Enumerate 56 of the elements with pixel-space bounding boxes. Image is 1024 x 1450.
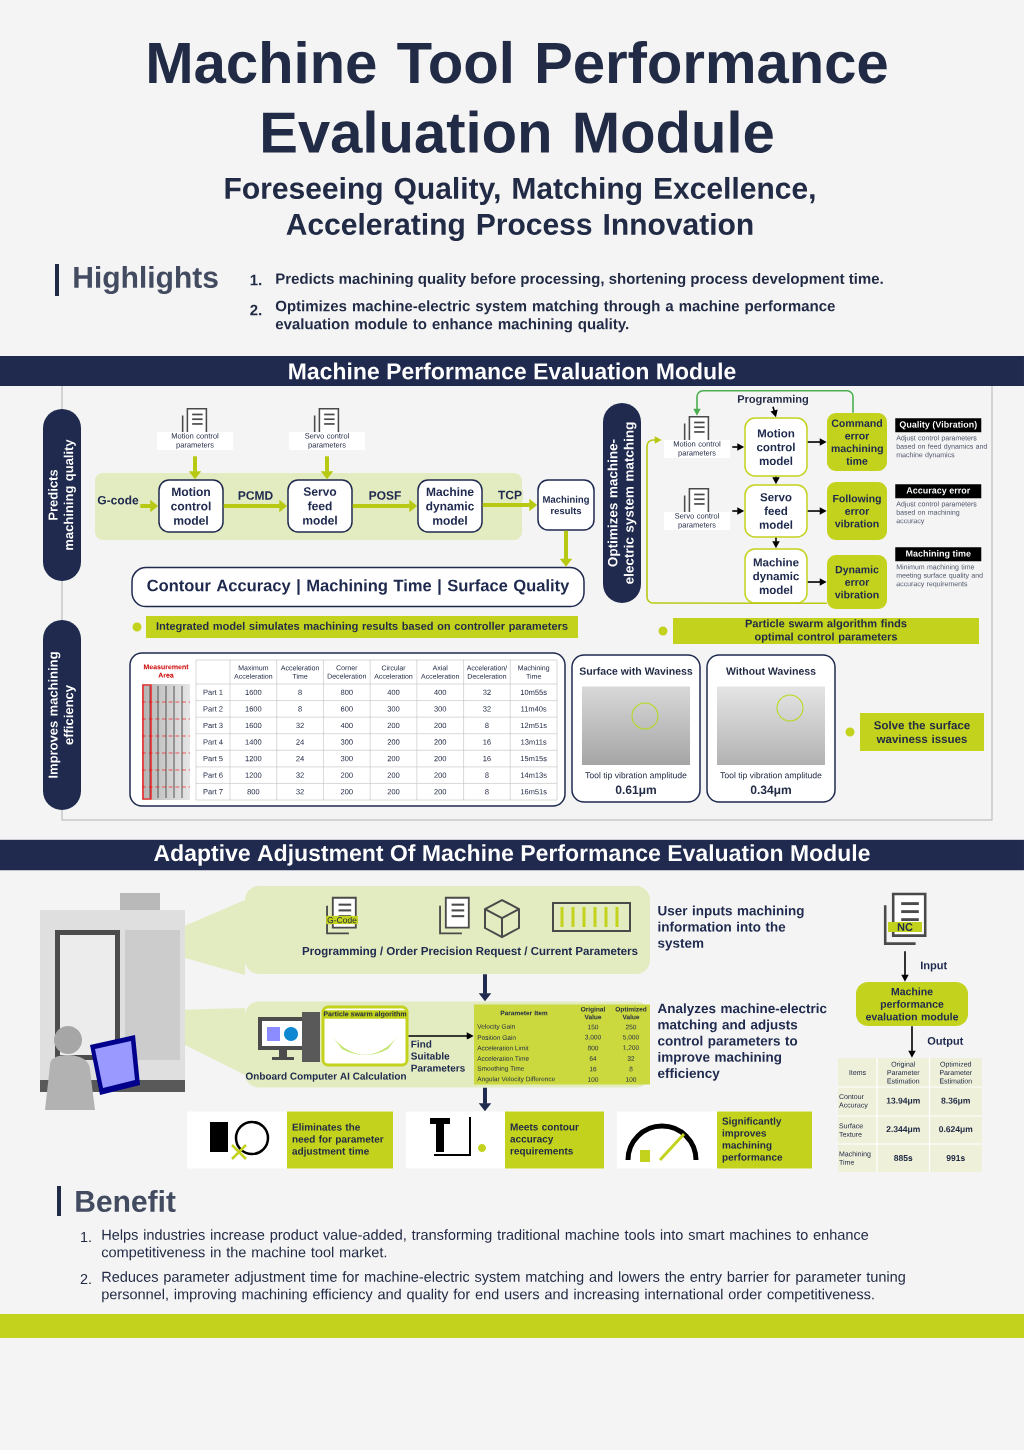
arrow xyxy=(646,436,828,605)
description-text: Analyzes machine-electric matching and adjusts control parameters to improve machining efficiency xyxy=(657,1003,827,1081)
description-text: User inputs machining information into the system xyxy=(658,905,804,951)
node-label: G-Code xyxy=(327,916,357,924)
benefit-text: Reduces parameter adjustment time for machine-electric system matching and lowers the entry barrier for parameter tuning personnel, improving machining efficiency and quality for end users and increasing international order competitiveness. xyxy=(102,1271,905,1303)
edge-label: POSF xyxy=(367,490,403,501)
benefit-card: Significantly improves machining performance xyxy=(617,1111,812,1169)
process-box: Servo feed model xyxy=(287,479,353,533)
list-number: 2. xyxy=(80,1273,91,1285)
highlight-text: Predicts machining quality before processing, shortening process development time. xyxy=(276,273,883,288)
edge-label: Input xyxy=(921,961,947,972)
edge-label: Output xyxy=(927,1037,964,1047)
result-box: Machining results xyxy=(537,479,595,531)
highlight-bar: Solve the surface waviness issues xyxy=(860,713,984,751)
process-box: Machine dynamic model xyxy=(417,479,483,533)
section-bar: Adaptive Adjustment Of Machine Performance Evaluation Module xyxy=(0,839,1024,871)
benefit-card: Meets contour accuracy requirements xyxy=(406,1111,604,1169)
benefit-text: Helps industries increase product value-added, transforming traditional machine tools into smart machines to enhance competitiveness in the machine tool market. xyxy=(101,1229,869,1261)
result-box: Command error machining time xyxy=(827,413,887,471)
table-cell: 885s xyxy=(894,1155,913,1161)
process-box: Servo feed model xyxy=(744,484,808,538)
node-label: Onboard Computer AI Calculation xyxy=(245,1072,406,1082)
section-bar: Machine Performance Evaluation Module xyxy=(0,356,1024,386)
process-box: Machine dynamic model xyxy=(744,548,808,604)
subtitle: Foreseeing Quality, Matching Excellence, Accelerating Process Innovation xyxy=(225,176,815,242)
category-pill: Improves machining efficiency xyxy=(43,620,81,810)
table-cell: 0.624μm xyxy=(939,1126,973,1134)
highlight-text: Optimizes machine-electric system matching through a machine performance evaluation module to enhance machining quality. xyxy=(275,300,835,333)
section-heading: Highlights xyxy=(55,264,218,296)
table-cell: 13.94μm xyxy=(886,1097,920,1106)
node-label: Programming / Order Precision Request / Current Parameters xyxy=(302,946,638,958)
list-number: 2. xyxy=(250,304,262,316)
edge-label: PCMD xyxy=(236,490,275,501)
input-label: G-code xyxy=(97,495,139,505)
output-table xyxy=(838,1058,982,1172)
table-cell: 991s xyxy=(946,1155,965,1161)
list-number: 1. xyxy=(81,1232,91,1242)
title: Machine Tool Performance Evaluation Module xyxy=(149,40,887,154)
result-box: Following error vibration xyxy=(827,482,887,540)
result-banner: Contour Accuracy | Machining Time | Surface Quality xyxy=(131,566,585,608)
section-heading: Benefit xyxy=(57,1186,176,1216)
table-cell: 8.36μm xyxy=(941,1097,970,1106)
result-box: Dynamic error vibration xyxy=(827,555,887,609)
parameter-table xyxy=(474,1004,650,1085)
module-box: Machine performance evaluation module xyxy=(856,982,968,1026)
list-number: 1. xyxy=(250,274,262,286)
edge-label: TCP xyxy=(497,489,523,501)
process-box: Motion control model xyxy=(158,479,224,533)
highlight-bar: Particle swarm algorithm finds optimal control parameters xyxy=(673,617,979,645)
table-cell: 2.344μm xyxy=(886,1126,920,1134)
edge-label: Find Suitable Parameters xyxy=(409,1039,470,1073)
process-box: Motion control model xyxy=(744,417,808,477)
input-label: Programming xyxy=(738,394,808,406)
highlight-bar: Integrated model simulates machining results based on controller parameters xyxy=(146,616,578,638)
category-pill: Predicts machining quality xyxy=(43,409,81,581)
category-pill: Optimizes machine-electric system matching xyxy=(603,403,641,603)
